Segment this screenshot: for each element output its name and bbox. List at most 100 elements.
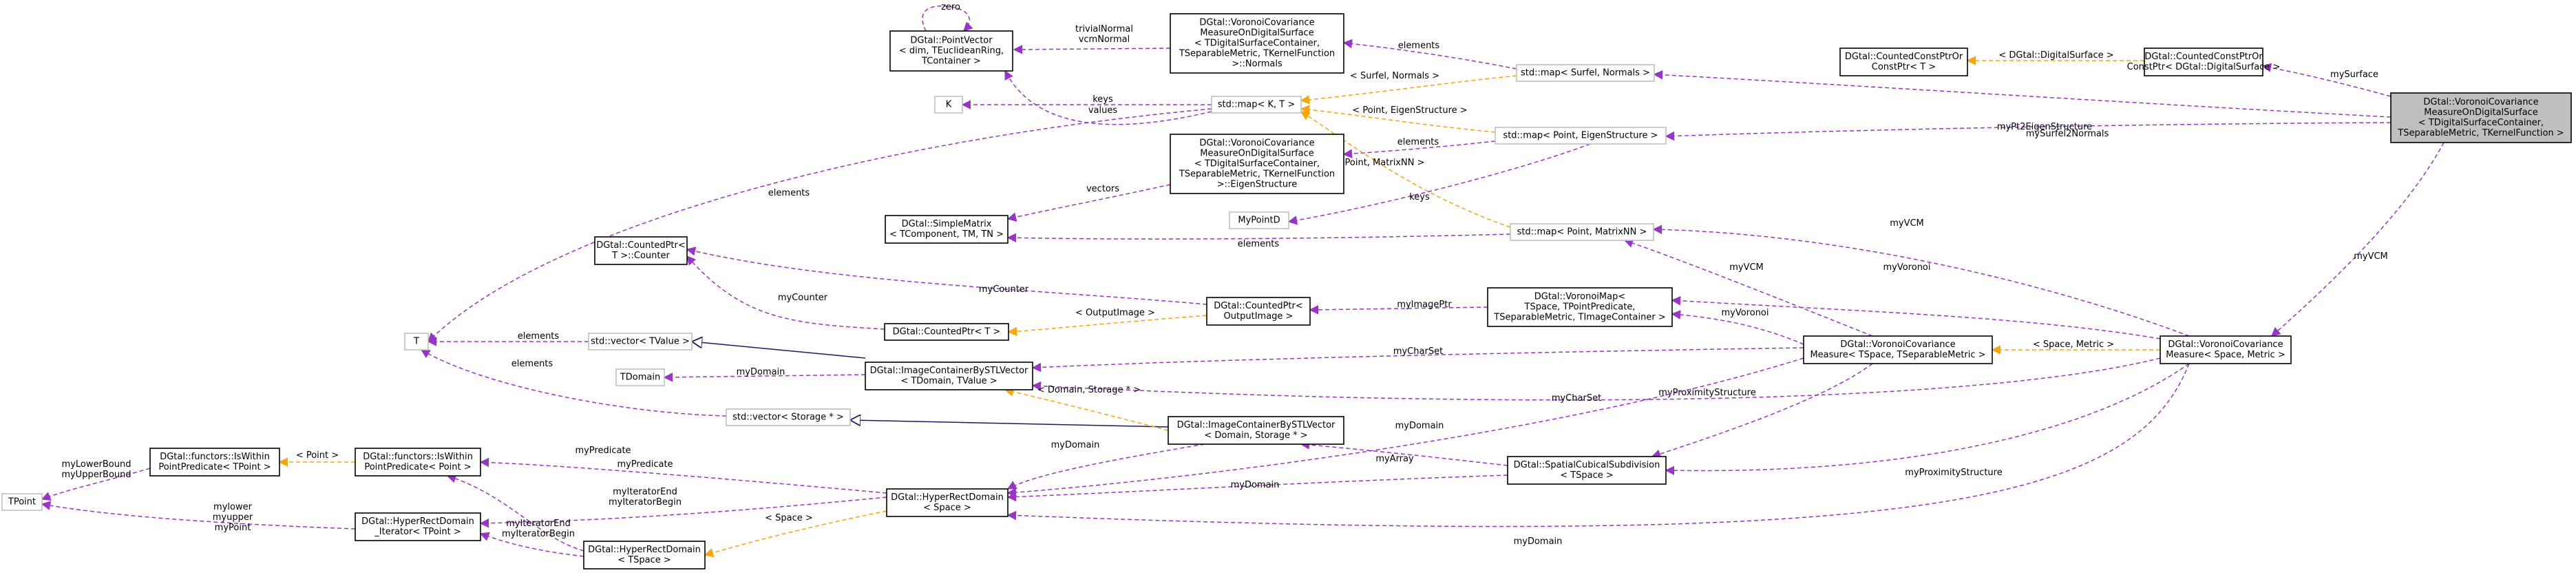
node-eigenstructure[interactable]: DGtal::VoronoiCovarianceMeasureOnDigital… (1170, 134, 1344, 194)
node-box (594, 236, 688, 265)
node-hyperrect-tspace[interactable]: DGtal::HyperRectDomain< TSpace > (583, 541, 706, 569)
edge-line (427, 108, 1212, 342)
node-counted-ptr-t[interactable]: DGtal::CountedPtr< T > (884, 323, 1009, 341)
edge-point-matrix: < Point, MatrixNN > (1300, 111, 1511, 228)
node-vector-tvalue[interactable]: std::vector< TValue > (588, 333, 693, 351)
edge-my-domain-bottom: myDomain (1006, 363, 2190, 547)
node-my-point-d[interactable]: MyPointD (1229, 211, 1289, 229)
node-box (934, 96, 963, 114)
edge-line (1300, 111, 1511, 228)
node-box (2390, 92, 2572, 143)
edge-label: myVCM (1890, 218, 1924, 229)
node-map-kt[interactable]: std::map< K, T > (1211, 96, 1302, 114)
node-box (149, 448, 280, 477)
edge-label: keys (1092, 94, 1113, 105)
edge-label: myVCM (1729, 262, 1764, 273)
edge-line (1007, 315, 1207, 337)
edge-label: myIteratorBegin (502, 529, 575, 539)
edge-label: elements (768, 188, 810, 198)
node-label: TSeparableMetric, TKernelFunction (1179, 49, 1335, 59)
node-spatial-cubical[interactable]: DGtal::SpatialCubicalSubdivision< TSpace… (1507, 456, 1667, 485)
node-simple-matrix[interactable]: DGtal::SimpleMatrix< TComponent, TM, TN … (885, 215, 1009, 244)
edge-storage-elements: elements (420, 349, 727, 417)
edge-line (1006, 233, 1511, 243)
edge-label: myCounter (979, 284, 1029, 295)
edge-line (1623, 238, 1873, 337)
edge-line (850, 420, 1169, 428)
edge-label: < Point, EigenStructure > (1352, 105, 1467, 116)
node-k[interactable]: K (934, 96, 963, 114)
edge-line (1013, 45, 1171, 54)
node-box (1495, 127, 1667, 145)
node-box (1170, 134, 1344, 194)
node-point-vector[interactable]: DGtal::PointVector< dim, TEuclideanRing,… (889, 30, 1013, 72)
node-t[interactable]: T (404, 333, 429, 351)
edge-my-char-set-b: myCharSet (1031, 357, 2161, 404)
edge-label: < DGtal::DigitalSurface > (1998, 50, 2113, 61)
edge-label: myDomain (1514, 536, 1563, 547)
node-counted-ptr-output[interactable]: DGtal::CountedPtr<OutputImage > (1206, 297, 1311, 326)
edge-my-vcm-top: myVCM (1652, 218, 2190, 337)
edge-line (1309, 305, 1488, 315)
node-label: PointPredicate< TPoint > (158, 462, 271, 472)
node-iswithin-tpoint[interactable]: DGtal::functors::IsWithinPointPredicate<… (149, 448, 280, 477)
edge-label: myPredicate (617, 459, 673, 470)
node-label: DGtal::CountedConstPtrOr (1845, 52, 1963, 62)
edge-zero: zero (922, 2, 973, 32)
node-label: MeasureOnDigitalSurface (1200, 28, 1313, 39)
edge-line (479, 532, 584, 557)
node-tdomain[interactable]: TDomain (615, 368, 665, 386)
edge-my-domain-a: myDomain (1006, 440, 1205, 490)
edge-label: keys (1409, 192, 1430, 202)
edge-my-predicate-b: myPredicate (446, 446, 631, 552)
node-map-surfel-normals[interactable]: std::map< Surfel, Normals > (1516, 64, 1655, 82)
node-label: Measure< Space, Metric > (2166, 350, 2285, 360)
edge-label: elements (518, 331, 560, 342)
node-main[interactable]: DGtal::VoronoiCovarianceMeasureOnDigital… (2390, 92, 2572, 143)
edge-point-eigen: < Point, EigenStructure > (1300, 105, 1496, 133)
node-voronoi-map[interactable]: DGtal::VoronoiMap<TSpace, TPointPredicat… (1487, 287, 1673, 327)
edge-line (2270, 142, 2445, 337)
edge-my-array: myArray (1300, 440, 1508, 466)
node-hyperrect-iterator[interactable]: DGtal::HyperRectDomain_Iterator< TPoint … (355, 512, 481, 541)
node-map-point-eigen[interactable]: std::map< Point, EigenStructure > (1495, 127, 1667, 145)
edge-domain-storage: < Domain, Storage * > (1004, 385, 1169, 431)
node-box (588, 333, 693, 351)
node-label: OutputImage > (1224, 311, 1294, 322)
edge-label: < OutputImage > (1075, 308, 1155, 318)
node-tpoint[interactable]: TPoint (1, 493, 43, 511)
node-counted-ptr-counter[interactable]: DGtal::CountedPtr<T >::Counter (594, 236, 688, 265)
edge-line (1671, 295, 2161, 339)
edge-line (1004, 70, 1212, 125)
node-label: DGtal::PointVector (910, 36, 993, 46)
node-label: TPoint (8, 497, 36, 508)
node-iswithin-point[interactable]: DGtal::functors::IsWithinPointPredicate<… (355, 448, 481, 477)
edge-my-voronoi-b: myVoronoi (1671, 308, 1804, 345)
node-label: < TDomain, TValue > (900, 376, 997, 386)
edge-label: myCharSet (1393, 346, 1443, 357)
node-box (726, 408, 851, 426)
node-hyperrect-space[interactable]: DGtal::HyperRectDomain< Space > (886, 488, 1009, 517)
node-label: TSeparableMetric, TKernelFunction (1179, 169, 1335, 180)
node-label: < TSpace > (617, 555, 671, 565)
edge-eigen-elements: elements (1342, 137, 1496, 158)
edge-line (1671, 310, 1804, 345)
edge-line (1652, 224, 2190, 337)
node-vector-storage[interactable]: std::vector< Storage * > (726, 408, 851, 426)
node-label: DGtal::CountedPtr< T > (893, 327, 1001, 337)
node-normals[interactable]: DGtal::VoronoiCovarianceMeasureOnDigital… (1170, 13, 1344, 74)
edge-my-surface: mySurface (2261, 63, 2392, 97)
node-image-container-storage[interactable]: DGtal::ImageContainerBySTLVector< Domain… (1168, 416, 1344, 445)
edge-space-tmpl: < Space > (704, 510, 887, 558)
node-image-container-vector[interactable]: DGtal::ImageContainerBySTLVector< TDomai… (865, 362, 1033, 390)
node-map-point-matrix[interactable]: std::map< Point, MatrixNN > (1510, 223, 1654, 241)
node-label: DGtal::functors::IsWithin (363, 452, 473, 462)
node-box (2144, 48, 2263, 76)
edge-my-pt2eigen: myPt2EigenStructure (1665, 122, 2392, 141)
